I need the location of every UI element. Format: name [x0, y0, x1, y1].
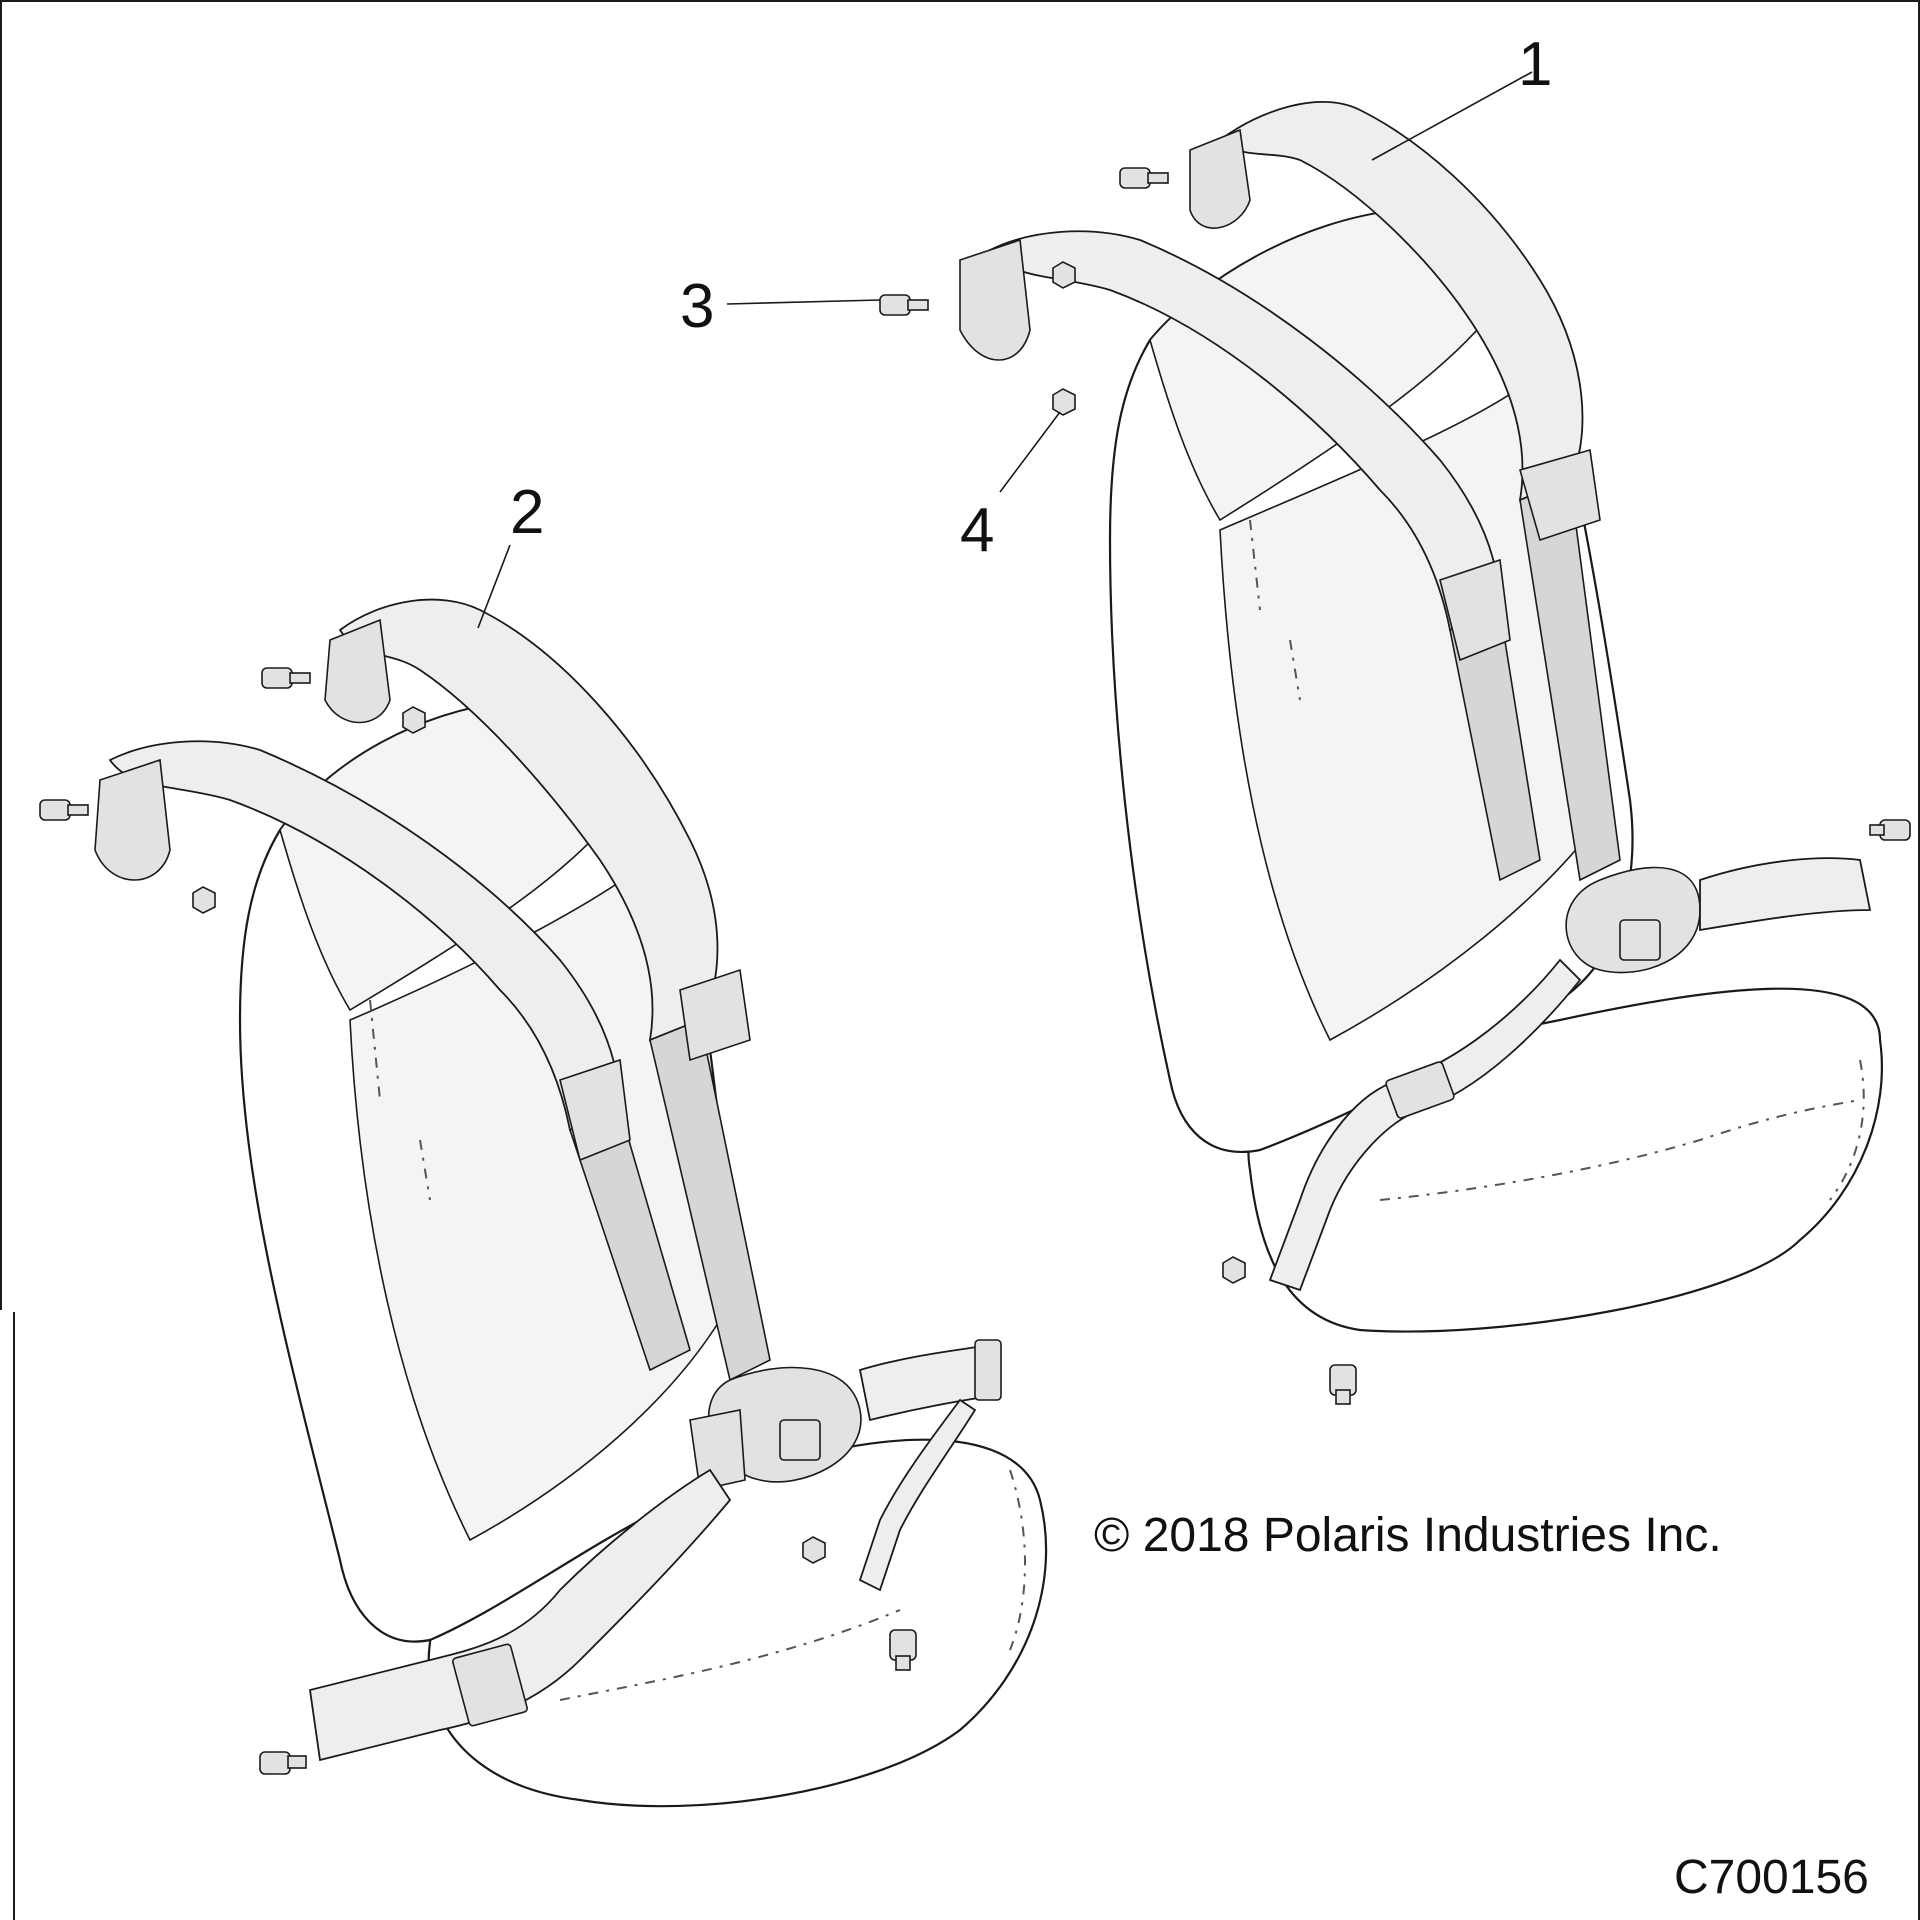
- seat-belt-assembly-2: [39, 598, 1048, 1808]
- bolt-icon: [259, 1751, 307, 1775]
- nut-icon: [802, 1536, 826, 1564]
- nut-icon: [192, 886, 216, 914]
- bolt-icon: [879, 294, 929, 316]
- nut-icon: [1222, 1256, 1246, 1284]
- callout-2: 2: [510, 478, 545, 547]
- leader-line-4: [999, 411, 1061, 493]
- callout-3: 3: [680, 272, 715, 341]
- figure-id: C700156: [1674, 1851, 1869, 1904]
- nut-icon: [1052, 388, 1076, 416]
- bolt-icon: [39, 799, 89, 821]
- seat-belt-assembly-1: [879, 101, 1911, 1405]
- callout-1: 1: [1518, 30, 1553, 99]
- leader-line-3: [726, 299, 881, 305]
- copyright-notice: © 2018 Polaris Industries Inc.: [1094, 1509, 1722, 1562]
- bolt-icon: [261, 667, 311, 689]
- leader-line-1: [1371, 71, 1533, 161]
- bolt-icon: [1869, 819, 1911, 841]
- nut-icon: [402, 706, 426, 734]
- bolt-icon: [889, 1629, 917, 1671]
- bolt-icon: [1119, 167, 1169, 189]
- leader-line-2: [477, 544, 511, 629]
- bolt-icon: [1329, 1364, 1357, 1405]
- callout-4: 4: [960, 496, 995, 565]
- nut-icon: [1052, 261, 1076, 289]
